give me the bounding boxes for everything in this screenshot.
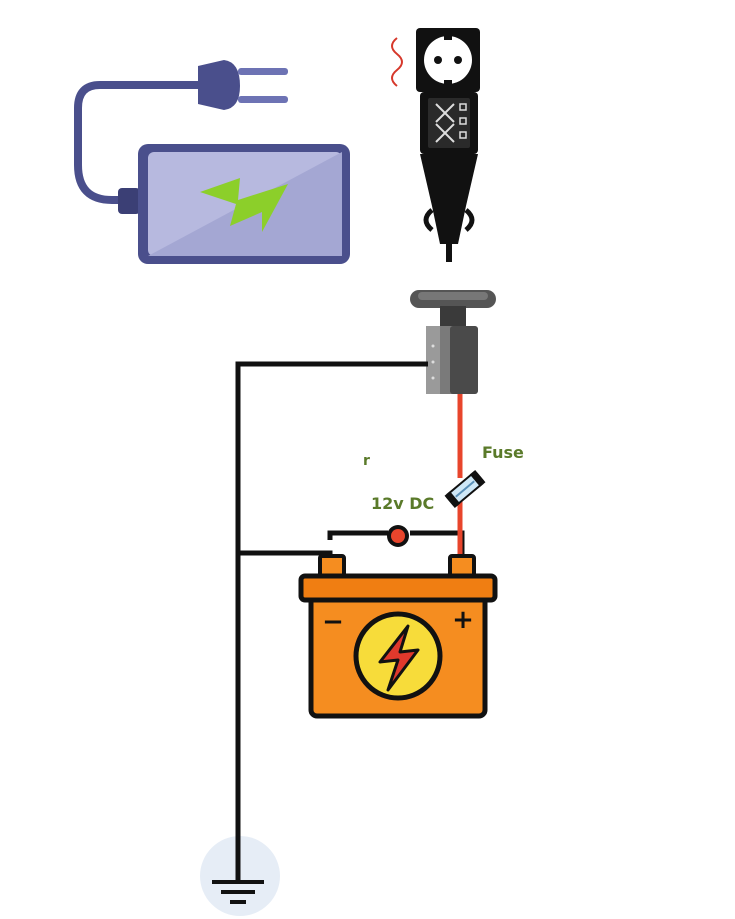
battery-positive-sign: + — [452, 605, 474, 635]
charger-bolt-icon — [200, 178, 288, 232]
ground-symbol-icon — [200, 836, 280, 916]
wall-plug-icon — [198, 60, 288, 110]
voltage-label: 12v DC — [371, 494, 434, 513]
fuse-icon — [444, 470, 486, 508]
cigarette-socket-icon — [410, 290, 496, 394]
car-adapter-icon — [420, 92, 478, 262]
stray-label: r — [363, 453, 370, 469]
indicator-led-icon — [387, 525, 409, 547]
heat-wave-icon — [391, 37, 403, 87]
wall-socket-icon — [416, 28, 480, 92]
battery-negative-sign: − — [322, 607, 344, 637]
fuse-label: Fuse — [482, 443, 524, 462]
battery-bolt-icon — [378, 624, 420, 692]
car-battery-icon: − + — [298, 554, 498, 719]
laptop-charger-icon — [74, 60, 350, 264]
